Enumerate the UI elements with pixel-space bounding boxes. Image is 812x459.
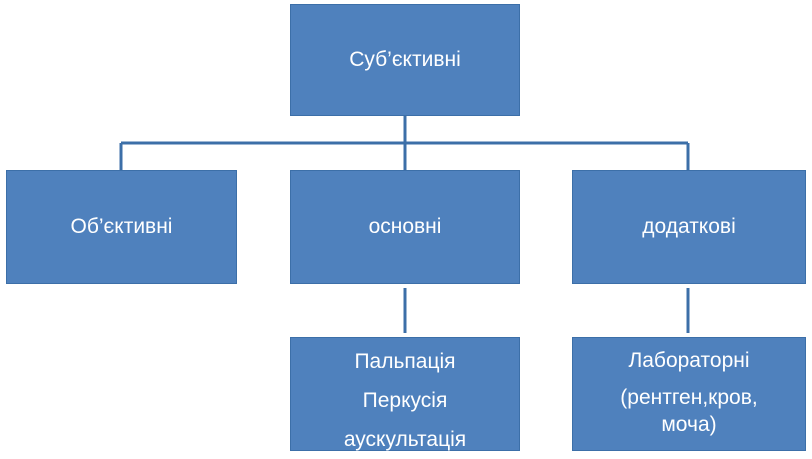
node-additional: додаткові xyxy=(572,170,806,284)
node-main: основні xyxy=(290,170,520,284)
method-laboratory-detail-2: моча) xyxy=(661,413,717,436)
node-additional-methods: Лабораторні (рентген,кров, моча) xyxy=(572,337,806,451)
node-subjective-label: Суб’єктивні xyxy=(349,47,461,71)
node-main-methods: Пальпація Перкусія аускультація xyxy=(290,337,520,451)
node-additional-label: додаткові xyxy=(642,214,736,238)
node-objective: Об’єктивні xyxy=(6,170,237,284)
method-laboratory: Лабораторні xyxy=(628,349,750,372)
node-objective-label: Об’єктивні xyxy=(70,214,173,238)
node-main-label: основні xyxy=(368,214,442,238)
method-percussion: Перкусія xyxy=(362,389,448,412)
method-auscultation: аускультація xyxy=(343,428,467,451)
method-palpation: Пальпація xyxy=(354,350,456,373)
method-laboratory-detail-1: (рентген,кров, xyxy=(620,386,758,409)
node-subjective: Суб’єктивні xyxy=(290,4,520,116)
